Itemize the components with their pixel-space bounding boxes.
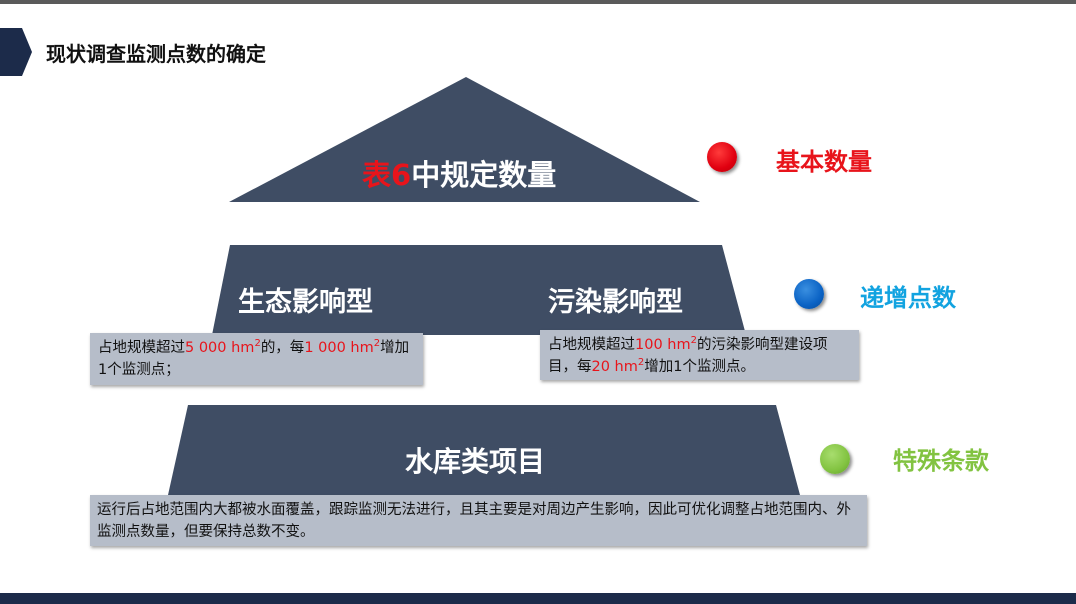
title-chevron-icon — [0, 28, 32, 76]
pollution-note-text-1: 占地规模超过 — [548, 337, 635, 353]
legend-incremental-points: 递增点数 — [860, 284, 956, 312]
pollution-note-value-1: 100 hm — [635, 337, 691, 353]
pyramid-top-highlight: 表6 — [362, 158, 412, 192]
pollution-impact-label: 污染影响型 — [548, 287, 683, 318]
legend-blue-dot-icon — [794, 279, 824, 309]
pyramid-top-triangle — [229, 77, 700, 202]
ecological-note: 占地规模超过5 000 hm2的，每1 000 hm2增加1个监测点； — [90, 333, 423, 385]
ecological-note-sup-1: 2 — [254, 338, 261, 350]
legend-green-dot-icon — [820, 444, 850, 474]
pyramid-middle-trapezoid — [212, 245, 746, 335]
ecological-note-sup-2: 2 — [373, 338, 381, 350]
pollution-note-sup-2: 2 — [637, 357, 645, 369]
pyramid-top-label: 表6中规定数量 — [362, 152, 556, 194]
pollution-note-value-2: 20 hm — [591, 359, 638, 375]
ecological-impact-label: 生态影响型 — [238, 287, 373, 318]
ecological-note-value-2: 1 000 hm — [304, 340, 374, 356]
ecological-note-text-2: 的，每 — [260, 340, 305, 356]
bottom-border — [0, 593, 1076, 604]
legend-special-clause: 特殊条款 — [893, 447, 989, 475]
legend-red-dot-icon — [707, 142, 737, 172]
pyramid-top-text: 中规定数量 — [411, 158, 557, 192]
ecological-note-value-1: 5 000 hm — [185, 340, 255, 356]
ecological-note-text-3: 增加1个监测点； — [98, 340, 410, 378]
pollution-note-sup-1: 2 — [690, 335, 697, 347]
legend-basic-count: 基本数量 — [776, 148, 872, 176]
reservoir-note: 运行后占地范围内大都被水面覆盖，跟踪监测无法进行，且其主要是对周边产生影响，因此… — [90, 495, 867, 546]
pollution-note-text-2: 的污染影响型建设项目，每 — [548, 337, 828, 375]
top-border — [0, 0, 1076, 4]
page-title: 现状调查监测点数的确定 — [46, 42, 266, 66]
reservoir-project-label: 水库类项目 — [405, 445, 546, 478]
pollution-note-text-3: 增加1个监测点。 — [644, 359, 755, 375]
pyramid-bottom-trapezoid — [168, 405, 800, 495]
ecological-note-text-1: 占地规模超过 — [98, 340, 185, 356]
pollution-note: 占地规模超过100 hm2的污染影响型建设项目，每20 hm2增加1个监测点。 — [540, 330, 859, 380]
